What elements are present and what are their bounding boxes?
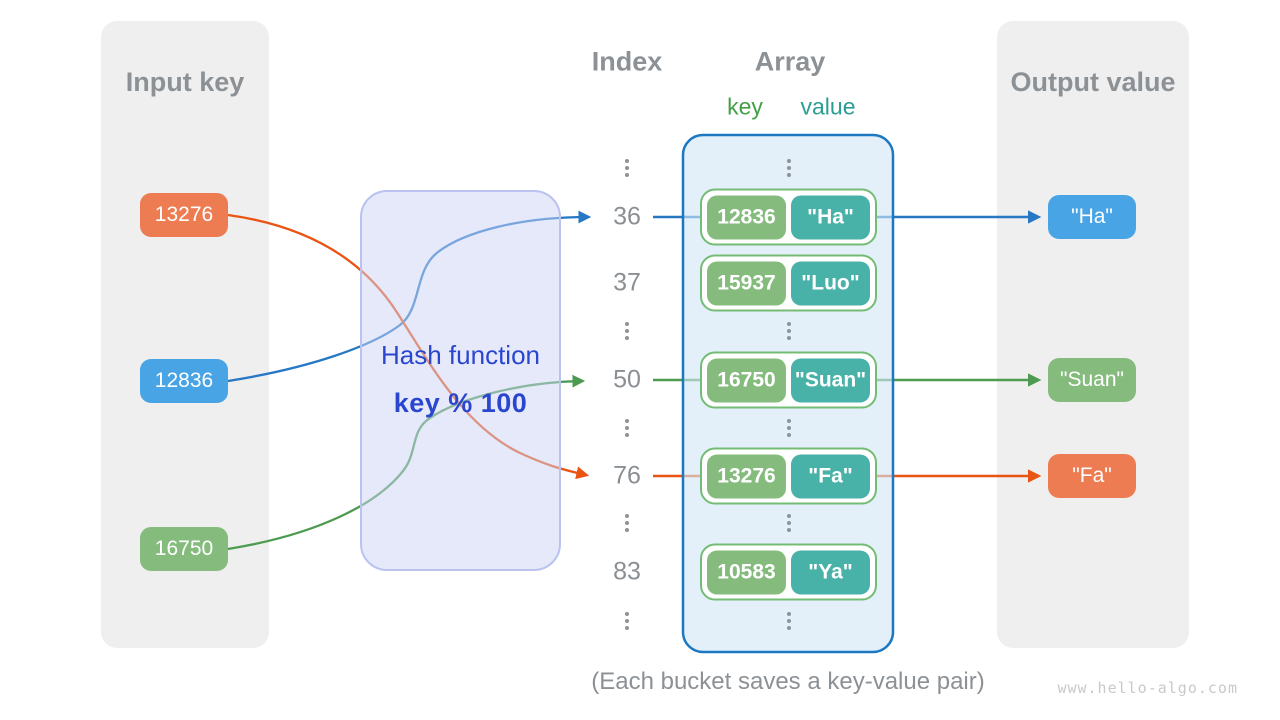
hash-function-title: Hash function [381,340,540,370]
output-value-1: "Suan" [1048,358,1136,402]
bucket-13276: 13276"Fa" [700,447,877,505]
dot-icon [787,173,791,177]
bucket-key: 15937 [707,261,786,305]
output-value-panel: Output value [997,21,1189,648]
dot-icon [787,521,791,525]
dot-icon [625,329,629,333]
value-column-header: value [800,93,856,120]
bucket-10583: 10583"Ya" [700,543,877,601]
input-key-12836: 12836 [140,359,228,403]
dot-icon [625,514,629,518]
dot-icon [625,521,629,525]
array-ellipsis [787,514,791,532]
hash-function-formula: key % 100 [393,388,528,418]
bucket-value: "Suan" [791,358,870,402]
dot-icon [787,426,791,430]
index-ellipsis [625,419,629,437]
hash-function-label: Hash function key % 100 [361,340,560,419]
dot-icon [787,528,791,532]
index-36: 36 [613,202,641,231]
dot-icon [625,626,629,630]
index-50: 50 [613,365,641,394]
input-key-16750: 16750 [140,527,228,571]
index-ellipsis [625,322,629,340]
bucket-key: 12836 [707,195,786,239]
bucket-16750: 16750"Suan" [700,351,877,409]
dot-icon [625,173,629,177]
dot-icon [787,612,791,616]
dot-icon [625,166,629,170]
dot-icon [625,336,629,340]
dot-icon [787,514,791,518]
dot-icon [625,322,629,326]
hash-function-box [360,190,561,571]
dot-icon [787,433,791,437]
dot-icon [625,426,629,430]
array-ellipsis [787,419,791,437]
dot-icon [625,612,629,616]
diagram-caption: (Each bucket saves a key-value pair) [591,668,985,695]
bucket-12836: 12836"Ha" [700,188,877,246]
dot-icon [787,626,791,630]
dot-icon [787,329,791,333]
dot-icon [787,419,791,423]
dot-icon [625,433,629,437]
bucket-key: 16750 [707,358,786,402]
array-ellipsis [787,159,791,177]
bucket-15937: 15937"Luo" [700,254,877,312]
dot-icon [787,619,791,623]
dot-icon [625,419,629,423]
dot-icon [787,159,791,163]
dot-icon [625,159,629,163]
output-value-2: "Fa" [1048,454,1136,498]
array-header: Array [754,46,826,77]
dot-icon [787,166,791,170]
output-value-0: "Ha" [1048,195,1136,239]
site-watermark: www.hello-algo.com [1057,679,1238,697]
bucket-value: "Fa" [791,454,870,498]
index-ellipsis [625,514,629,532]
index-ellipsis [625,159,629,177]
index-76: 76 [613,461,641,490]
array-ellipsis [787,322,791,340]
index-83: 83 [613,557,641,586]
input-panel-title: Input key [125,67,245,97]
index-header: Index [591,46,663,77]
bucket-key: 10583 [707,550,786,594]
bucket-value: "Ya" [791,550,870,594]
bucket-key: 13276 [707,454,786,498]
dot-icon [625,619,629,623]
bucket-value: "Luo" [791,261,870,305]
output-panel-title: Output value [1010,67,1176,97]
array-ellipsis [787,612,791,630]
dot-icon [625,528,629,532]
input-key-13276: 13276 [140,193,228,237]
bucket-value: "Ha" [791,195,870,239]
key-column-header: key [727,93,763,120]
index-37: 37 [613,268,641,297]
dot-icon [787,336,791,340]
dot-icon [787,322,791,326]
index-ellipsis [625,612,629,630]
